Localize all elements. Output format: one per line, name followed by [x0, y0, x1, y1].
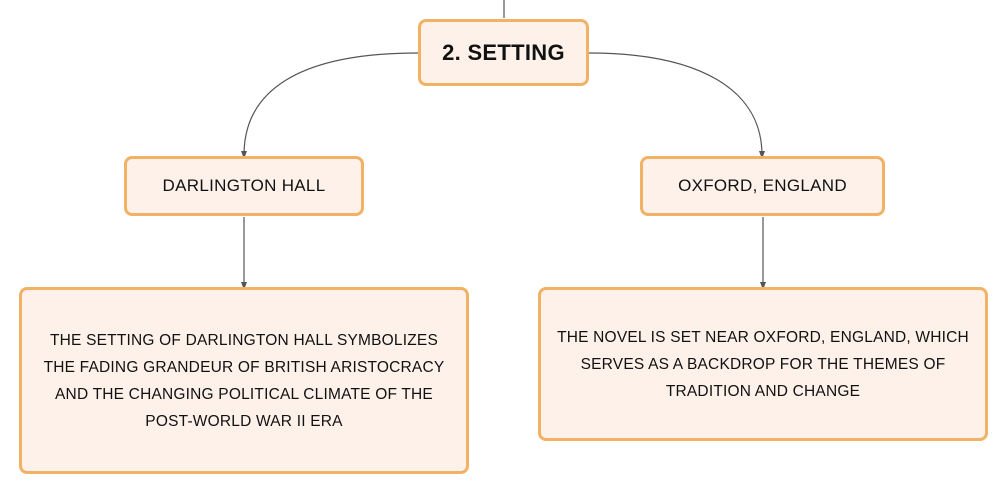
detail-node-text: THE NOVEL IS SET NEAR OXFORD, ENGLAND, W… — [557, 328, 969, 400]
branch-node-darlington-hall[interactable]: DARLINGTON HALL — [124, 156, 364, 216]
detail-node-darlington-hall[interactable]: THE SETTING OF DARLINGTON HALL SYMBOLIZE… — [19, 287, 469, 474]
root-node-setting[interactable]: 2. SETTING — [418, 19, 589, 86]
branch-node-label: OXFORD, ENGLAND — [678, 176, 847, 195]
branch-node-oxford-england[interactable]: OXFORD, ENGLAND — [640, 156, 885, 216]
connector-root-to-darlington-hall — [241, 52, 419, 159]
root-node-label: 2. SETTING — [442, 39, 565, 65]
connector-root-to-oxford-england — [588, 52, 765, 159]
detail-node-oxford-england[interactable]: THE NOVEL IS SET NEAR OXFORD, ENGLAND, W… — [538, 287, 988, 441]
branch-node-label: DARLINGTON HALL — [162, 176, 326, 195]
detail-node-text: THE SETTING OF DARLINGTON HALL SYMBOLIZE… — [43, 331, 445, 430]
